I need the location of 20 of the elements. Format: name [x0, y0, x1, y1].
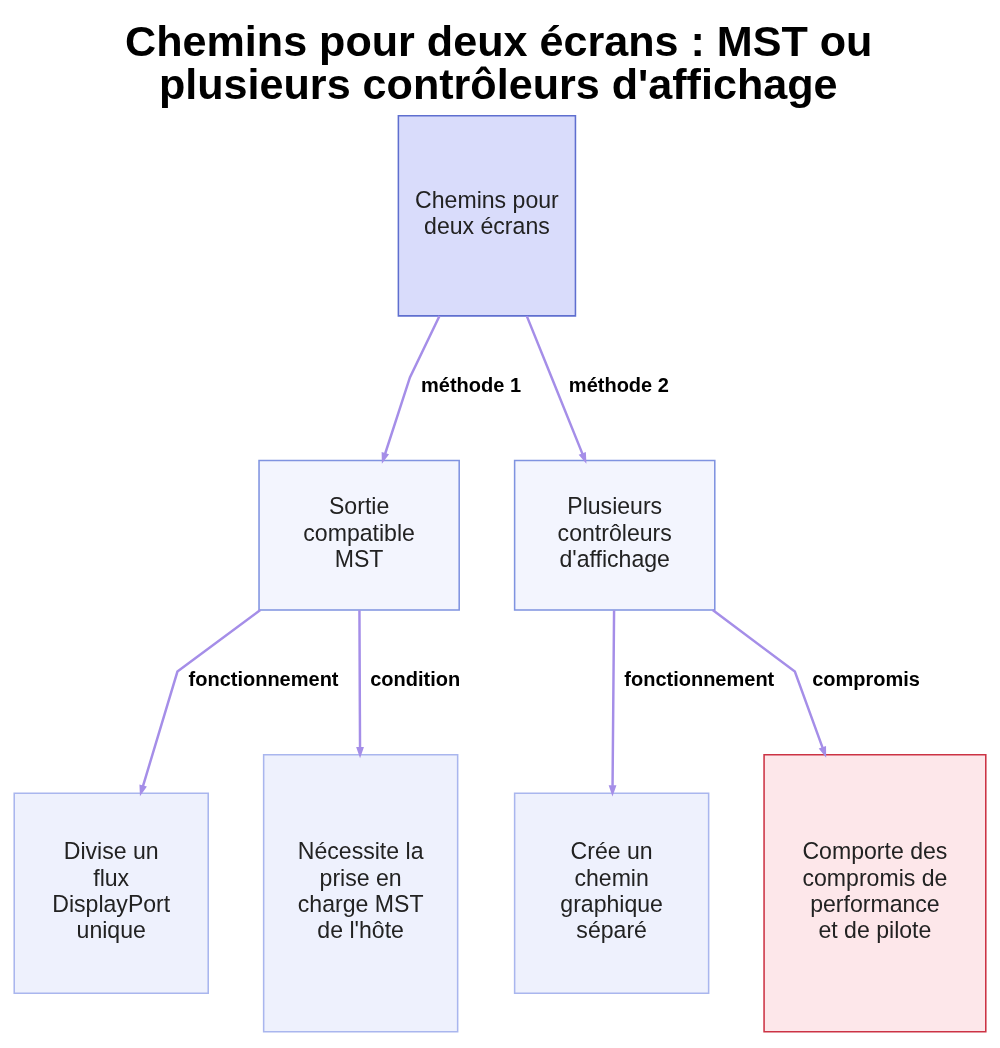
node-box: Divise un flux DisplayPort unique: [13, 791, 209, 994]
diagram-title: Chemins pour deux écrans : MST ou plusieurs contrôleurs d'affichage: [125, 16, 873, 108]
edge-label: fonctionnement: [624, 667, 775, 690]
edge-label: méthode 1: [421, 373, 522, 396]
arrow: [356, 609, 364, 758]
node-box: Sortie compatible MST: [258, 459, 460, 611]
edge-label: compromis: [812, 667, 920, 690]
edge-label: méthode 2: [568, 373, 669, 396]
node-box: Nécessite la prise en charge MST de l'hôte: [262, 753, 459, 1033]
node-box: Plusieurs contrôleurs d'affichage: [513, 459, 716, 611]
arrow: [381, 314, 441, 464]
edge-label: condition: [370, 667, 461, 690]
arrow: [608, 609, 617, 796]
arrow: [139, 608, 262, 796]
node-box: Comporte des compromis de performance et de pilote: [763, 753, 987, 1033]
arrow: [525, 315, 587, 464]
arrow: [711, 608, 827, 758]
edge-label: fonctionnement: [188, 667, 339, 690]
node-box: Crée un chemin graphique séparé: [513, 791, 710, 994]
node-box: Chemins pour deux écrans: [397, 114, 577, 317]
